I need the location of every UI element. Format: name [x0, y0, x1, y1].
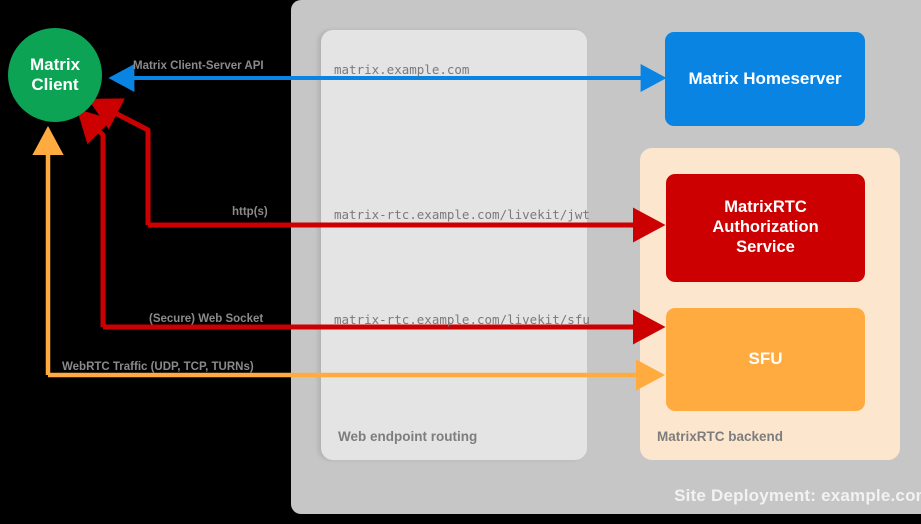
label-secure-web-socket: (Secure) Web Socket: [149, 313, 264, 325]
node-sfu[interactable]: SFU: [666, 308, 865, 411]
label-https: http(s): [232, 206, 268, 218]
node-sfu-label: SFU: [748, 349, 783, 369]
node-matrix-homeserver[interactable]: Matrix Homeserver: [665, 32, 865, 126]
web-endpoint-routing-panel: Web endpoint routing: [321, 30, 587, 460]
endpoint-livekit-sfu: matrix-rtc.example.com/livekit/sfu: [334, 312, 590, 327]
node-matrix-client-line2: Client: [31, 75, 79, 94]
node-auth-line3: Service: [736, 237, 795, 256]
endpoint-matrix-example-com: matrix.example.com: [334, 62, 470, 77]
label-matrix-client-server-api: Matrix Client-Server API: [133, 60, 264, 72]
label-webrtc-traffic: WebRTC Traffic (UDP, TCP, TURNs): [62, 361, 254, 373]
node-auth-line1: MatrixRTC: [724, 198, 807, 217]
wire-websocket-to-sfu: [76, 108, 666, 345]
node-matrix-client[interactable]: Matrix Client: [8, 28, 102, 122]
matrixrtc-backend-label: MatrixRTC backend: [657, 429, 784, 444]
wire-webrtc-traffic: [32, 125, 666, 391]
node-matrixrtc-authorization-service[interactable]: MatrixRTC Authorization Service: [666, 174, 865, 282]
node-matrix-client-line1: Matrix: [29, 54, 81, 74]
site-deployment-label: Site Deployment: example.com: [674, 486, 921, 505]
endpoint-livekit-jwt: matrix-rtc.example.com/livekit/jwt: [334, 207, 590, 222]
web-endpoint-routing-label: Web endpoint routing: [338, 429, 478, 444]
node-matrix-homeserver-label: Matrix Homeserver: [688, 68, 842, 88]
node-auth-line2: Authorization: [712, 218, 819, 237]
